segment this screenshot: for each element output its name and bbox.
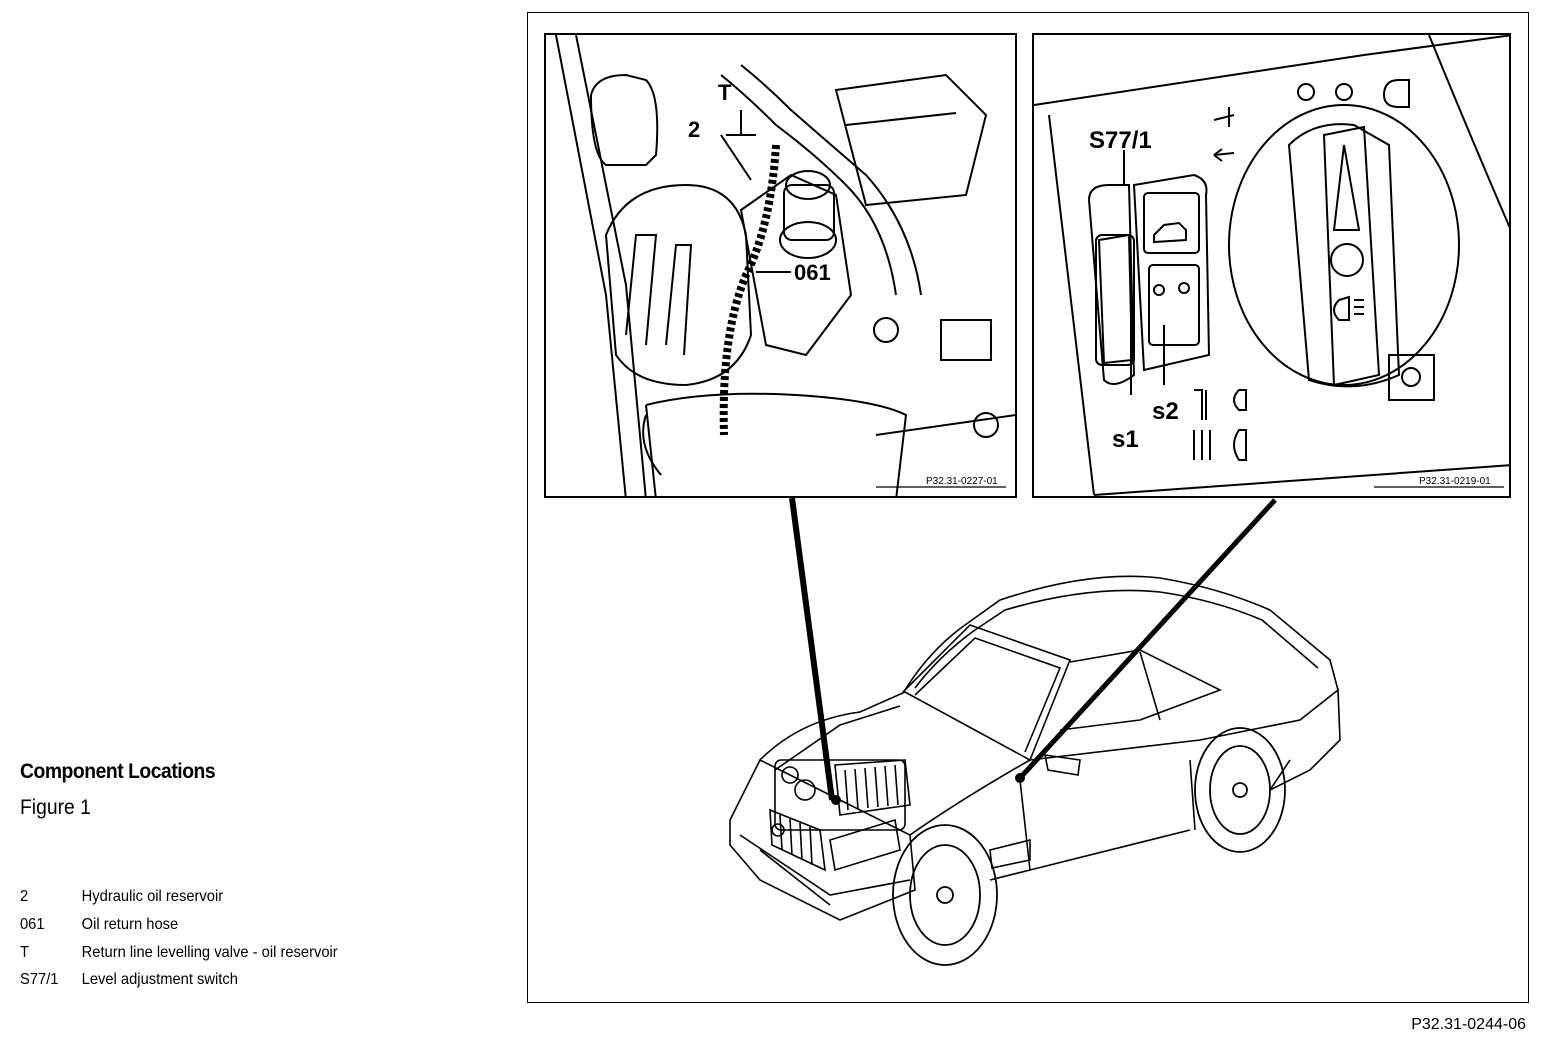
label-s2: s2 — [1152, 398, 1179, 425]
legend-item: S77/1 Level adjustment switch — [20, 971, 238, 989]
legend-code: 061 — [20, 916, 45, 933]
panel-ref-left: P32.31-0227-01 — [926, 476, 998, 487]
panel-ref-right: P32.31-0219-01 — [1419, 476, 1491, 487]
figure-frame — [527, 12, 1529, 1003]
label-T: T — [718, 80, 732, 105]
figure-reference: P32.31-0244-06 — [1411, 1016, 1526, 1033]
legend-desc: Level adjustment switch — [81, 971, 238, 988]
legend-subtitle: Figure 1 — [20, 796, 91, 819]
legend-title: Component Locations — [20, 760, 216, 783]
legend-desc: Hydraulic oil reservoir — [81, 888, 224, 905]
callout-line-engine — [789, 497, 835, 801]
car-body — [729, 575, 1341, 921]
label-s77-1: S77/1 — [1089, 127, 1152, 154]
wheels — [892, 727, 1286, 966]
legend-item: T Return line levelling valve - oil rese… — [20, 944, 338, 962]
legend-code: 2 — [20, 888, 29, 905]
legend-code: T — [20, 944, 29, 961]
label-061: 061 — [794, 260, 831, 285]
dashboard-switch-illustration: S77/1 s1 s2 P32.31-0219-01 — [1034, 35, 1509, 496]
legend-item: 2 Hydraulic oil reservoir — [20, 888, 223, 906]
legend-desc: Return line levelling valve - oil reserv… — [81, 944, 338, 961]
label-2: 2 — [688, 117, 700, 142]
callout-line-switch — [1018, 498, 1277, 780]
legend-desc: Oil return hose — [81, 916, 179, 933]
engine-bay-illustration: 2 T 061 P32.31-0227-01 — [555, 35, 1015, 496]
legend-code: S77/1 — [20, 971, 59, 988]
detail-panel-switch: S77/1 s1 s2 P32.31-0219-01 — [1032, 33, 1511, 498]
detail-panel-engine: 2 T 061 P32.31-0227-01 — [544, 33, 1017, 498]
legend-item: 061 Oil return hose — [20, 916, 178, 934]
label-s1: s1 — [1112, 426, 1139, 453]
